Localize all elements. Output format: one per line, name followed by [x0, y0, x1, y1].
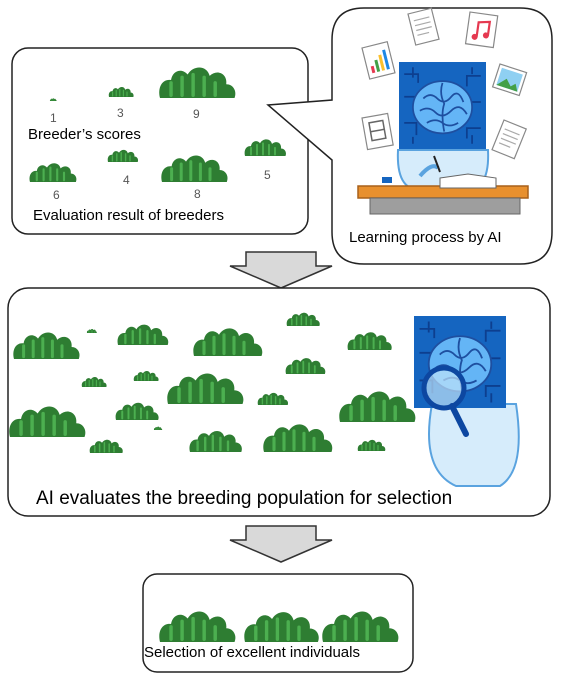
down-arrow-icon [229, 251, 333, 289]
score-label: 8 [194, 187, 201, 201]
evaluation-result-label: Evaluation result of breeders [33, 207, 224, 224]
ai-robot-icon [357, 61, 529, 215]
score-label: 5 [264, 168, 271, 182]
score-label: 9 [193, 107, 200, 121]
ai-inspector-icon [413, 315, 520, 487]
magnifier-icon [421, 365, 469, 437]
population-label: AI evaluates the breeding population for… [36, 488, 453, 509]
score-label: 1 [50, 111, 57, 125]
score-label: 3 [117, 106, 124, 120]
selection-label: Selection of excellent individuals [144, 644, 360, 661]
down-arrow-icon [229, 525, 333, 563]
music-note-icon [464, 11, 499, 49]
image-icon [491, 63, 528, 97]
document-icon [361, 112, 394, 151]
breeder-scores-label: Breeder’s scores [28, 126, 141, 143]
chart-icon [361, 40, 396, 80]
document-icon [491, 119, 528, 160]
ai-learning-label: Learning process by AI [349, 229, 502, 246]
score-label: 4 [123, 173, 130, 187]
document-icon [407, 7, 440, 46]
score-label: 6 [53, 188, 60, 202]
